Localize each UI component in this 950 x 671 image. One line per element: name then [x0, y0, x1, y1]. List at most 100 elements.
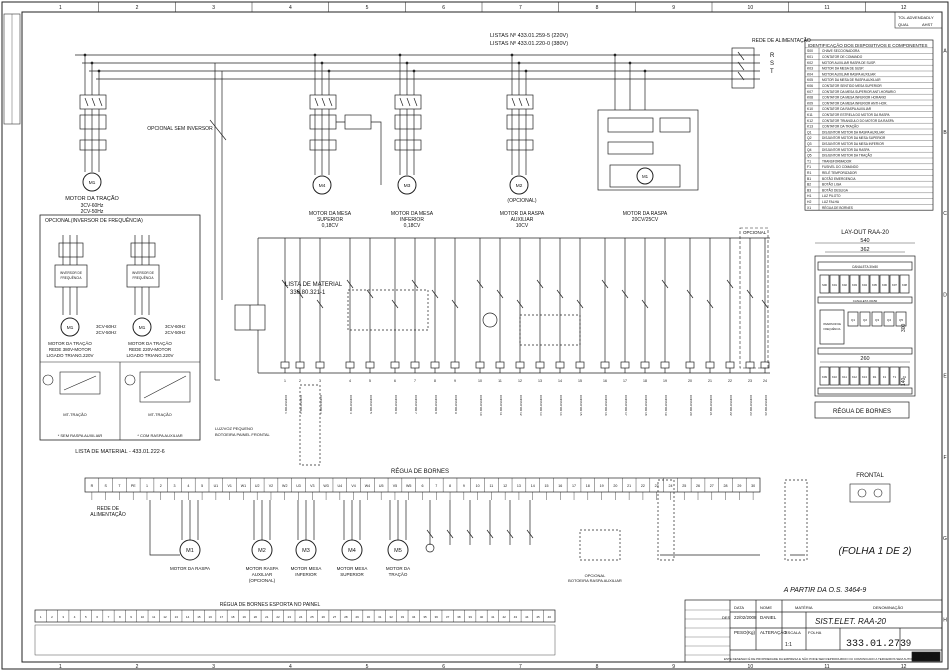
- ident-desc: BOTÃO DESLIGA: [822, 187, 849, 192]
- main-switch: [731, 47, 755, 89]
- upper-table-breaker: [309, 94, 337, 110]
- layout-dim-mid: 260: [860, 356, 869, 362]
- rung-number: 2: [299, 379, 301, 383]
- column-number-bottom: 4: [289, 664, 292, 670]
- inverter-left-breaker: [58, 242, 84, 258]
- ident-code: K03: [807, 67, 813, 71]
- rung-number: 13: [538, 379, 542, 383]
- scale-value: 1:1: [785, 642, 792, 648]
- traction-contactor: [79, 114, 107, 130]
- column-number: 6: [442, 5, 445, 11]
- ident-desc: CONTATOR DA MESA INFERIOR ANTI-HOR.: [822, 101, 887, 105]
- ident-code: K09: [807, 101, 813, 105]
- rung-label: CONTATOR 4: [349, 395, 353, 414]
- terminal-label: 26: [696, 484, 700, 488]
- strip-number: 26: [322, 615, 326, 619]
- rung-contact: [686, 289, 694, 299]
- scraper-node: [643, 69, 647, 73]
- peso-label: PESO(Kg): [734, 630, 756, 635]
- lower-table-caption2: INFERIOR: [400, 217, 424, 223]
- upper-table-spec: 0,18CV: [322, 223, 339, 229]
- bottom-control-switch: [526, 529, 534, 539]
- upper-table-node: [313, 53, 317, 57]
- layout-bottom-cell: [839, 366, 850, 386]
- ident-code: H1: [807, 194, 811, 198]
- strip-number: 5: [85, 615, 87, 619]
- strip-number: 7: [108, 615, 110, 619]
- layout-mid-cell-label: Q1: [851, 318, 855, 322]
- layout-dim-inner: 362: [860, 247, 869, 253]
- column-number-bottom: 9: [672, 664, 675, 670]
- col-denominacao: DENOMINAÇÃO: [873, 605, 903, 610]
- rung-number: 7: [414, 379, 416, 383]
- strip-number: 35: [423, 615, 427, 619]
- strip-number: 22: [276, 615, 280, 619]
- os-label: A PARTIR DA O.S. 3464-9: [783, 587, 867, 594]
- rung-label: CONTATOR 22: [729, 395, 733, 416]
- layout-bottom-cell: [849, 366, 860, 386]
- control-material-list2: 336.80.321-1: [290, 290, 326, 296]
- rung-coil: [410, 361, 420, 369]
- inverter-material-list: LISTA DE MATERIAL - 433.01.222-6: [75, 449, 164, 455]
- layout-top-cell-label: K01: [832, 283, 837, 287]
- column-number: 1: [59, 5, 62, 11]
- inverter-right-inv-text1: INVERSOR DE: [132, 271, 154, 275]
- terminal-label: 20: [613, 484, 617, 488]
- layout-mid-cell-label: Q3: [875, 318, 879, 322]
- terminal-label: 5: [201, 484, 203, 488]
- strip-number: 11: [152, 615, 155, 619]
- aux-scraper-overload: [506, 139, 534, 151]
- strip-number: 10: [141, 615, 145, 619]
- rung-number: 5: [369, 379, 371, 383]
- traction-node: [97, 69, 101, 73]
- ident-code: Q3: [807, 142, 812, 146]
- layout-inverter-label1: INVERSOR DE: [823, 322, 841, 326]
- rung-number: 8: [434, 379, 436, 383]
- rung-coil: [475, 361, 485, 369]
- lower-table-node: [405, 61, 409, 65]
- layout-mid-cell: [895, 311, 907, 327]
- ident-code: T1: [807, 159, 811, 163]
- layout-inverter: [819, 309, 845, 345]
- traction-overload: [79, 139, 107, 151]
- terminal-label: U5: [379, 484, 384, 488]
- rung-label: CONTATOR 15: [579, 395, 583, 416]
- column-number-bottom: 11: [824, 664, 829, 670]
- bottom-motor-caption3: (OPCIONAL): [249, 578, 276, 583]
- traction-motor-label: M1: [89, 180, 96, 186]
- terminal-label: V4: [351, 484, 355, 488]
- bottom-motor-4-label: M4: [348, 548, 356, 554]
- lower-table-node: [412, 69, 416, 73]
- drawing-date: 22/02/2008: [734, 615, 757, 620]
- ident-desc: LUZ PILOTO: [822, 194, 841, 198]
- traction-node: [83, 53, 87, 57]
- terminal-label: V5: [393, 484, 397, 488]
- terminal-label: V3: [310, 484, 314, 488]
- strip-number: 14: [186, 615, 190, 619]
- terminal-label: 22: [641, 484, 645, 488]
- scraper-motor-label: M1: [642, 174, 649, 179]
- bottom-control-switch: [446, 529, 454, 539]
- ident-code: Q1: [807, 130, 812, 134]
- rung-contact: [411, 279, 419, 289]
- emergency-box: [299, 384, 321, 466]
- rung-coil: [535, 361, 545, 369]
- upper-table-breaker-contact: [328, 97, 333, 107]
- company-logo: [911, 651, 941, 662]
- rung-contact: [316, 299, 324, 309]
- terminal-label: 25: [682, 484, 686, 488]
- des-label: DES: [722, 615, 731, 620]
- rung-number: 9: [454, 379, 456, 383]
- lower-table-motor: [397, 175, 417, 195]
- rung-number: 1: [284, 379, 286, 383]
- aux-scraper-breaker-contact: [511, 97, 516, 107]
- bottom-motor-caption2: TRAÇÃO: [389, 571, 408, 577]
- upper-table-breaker-contact: [314, 97, 319, 107]
- terminal-label: 16: [558, 484, 562, 488]
- bottom-motor-3-label: M3: [302, 548, 310, 554]
- lower-table-caption1: MOTOR DA MESA: [391, 211, 434, 217]
- ident-desc: CONTATOR DA MESA INFERIOR HORARIO: [822, 96, 887, 100]
- rung-coil: [280, 361, 290, 369]
